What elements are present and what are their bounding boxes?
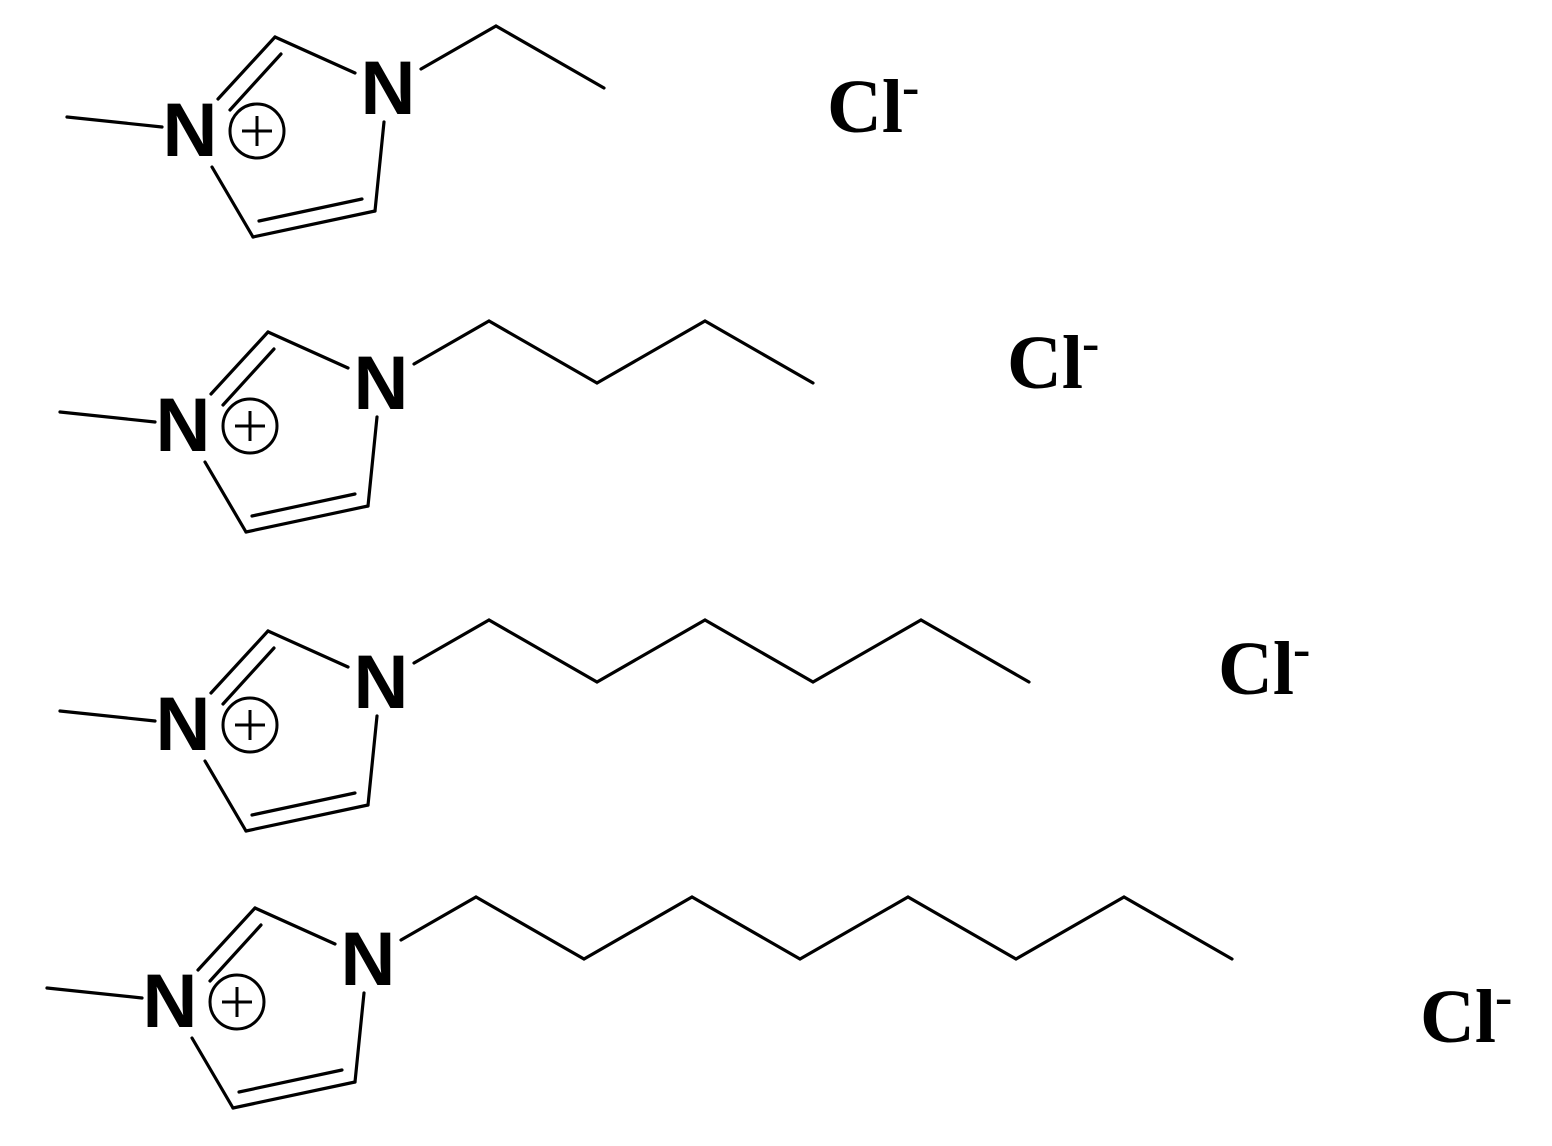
anion-charge: - — [1082, 315, 1099, 372]
atom-n-methyl: N — [156, 682, 211, 767]
alkyl-chain — [412, 618, 1031, 684]
alkyl-chain — [419, 24, 606, 90]
ring-bond-n3-c4 — [366, 415, 379, 508]
structure-4: N N Cl - — [45, 895, 1512, 1110]
positive-charge-icon — [208, 973, 266, 1031]
ring-bond-n1-c2 — [209, 330, 270, 396]
atom-n-alkyl: N — [341, 917, 396, 1002]
alkyl-chain — [399, 895, 1234, 961]
ring-double-bond-n1-c2 — [208, 923, 263, 983]
structure-2-bonds — [58, 319, 815, 534]
atom-n-methyl: N — [143, 959, 198, 1044]
ring-bond-n3-c4 — [373, 120, 386, 213]
ring-bond-c2-n3 — [266, 629, 350, 669]
ring-double-bond-n1-c2 — [221, 347, 276, 407]
methyl-bond — [45, 986, 144, 1000]
structure-1-bonds — [65, 24, 606, 239]
ring-bond-n1-c2 — [216, 35, 277, 101]
structure-4-bonds — [45, 895, 1234, 1110]
ring-double-bond-c4-c5 — [250, 791, 357, 817]
ring-bond-n3-c4 — [353, 991, 366, 1084]
ring-bond-c5-n1 — [203, 759, 248, 833]
anion-symbol: Cl — [1007, 321, 1083, 405]
anion-charge: - — [902, 59, 919, 116]
ring-bond-n3-c4 — [366, 714, 379, 807]
methyl-bond — [58, 410, 157, 424]
ring-bond-c5-n1 — [203, 460, 248, 534]
ring-bond-c5-n1 — [210, 165, 255, 239]
atom-n-alkyl: N — [354, 640, 409, 725]
structure-2: N N Cl - — [58, 315, 1099, 534]
atom-n-methyl: N — [156, 383, 211, 468]
positive-charge-icon — [221, 696, 279, 754]
chloride-anion: Cl - — [1007, 315, 1099, 405]
methyl-bond — [58, 709, 157, 723]
ring-bond-c4-c5 — [251, 209, 377, 239]
chloride-anion: Cl - — [1420, 969, 1512, 1059]
anion-symbol: Cl — [1420, 975, 1496, 1059]
ring-bond-c2-n3 — [273, 35, 357, 75]
positive-charge-icon — [228, 102, 286, 160]
ring-bond-c2-n3 — [253, 906, 337, 946]
ring-bond-c5-n1 — [190, 1036, 235, 1110]
ring-bond-n1-c2 — [196, 906, 257, 972]
ring-double-bond-n1-c2 — [221, 646, 276, 706]
ring-double-bond-n1-c2 — [228, 52, 283, 112]
ring-double-bond-c4-c5 — [257, 197, 364, 223]
atom-n-alkyl: N — [361, 46, 416, 131]
anion-symbol: Cl — [1218, 627, 1294, 711]
ring-bond-n1-c2 — [209, 629, 270, 695]
ring-double-bond-c4-c5 — [250, 492, 357, 518]
ring-bond-c4-c5 — [244, 504, 370, 534]
ring-double-bond-c4-c5 — [237, 1068, 344, 1094]
chloride-anion: Cl - — [1218, 621, 1310, 711]
positive-charge-icon — [221, 397, 279, 455]
anion-charge: - — [1293, 621, 1310, 678]
atom-n-alkyl: N — [354, 341, 409, 426]
ring-bond-c2-n3 — [266, 330, 350, 370]
ring-bond-c4-c5 — [244, 803, 370, 833]
structure-3-bonds — [58, 618, 1031, 833]
methyl-bond — [65, 115, 164, 129]
atom-n-methyl: N — [163, 88, 218, 173]
structure-1: N N Cl - — [65, 24, 919, 239]
anion-symbol: Cl — [827, 65, 903, 149]
ring-bond-c4-c5 — [231, 1080, 357, 1110]
structure-3: N N Cl - — [58, 618, 1310, 833]
anion-charge: - — [1495, 969, 1512, 1026]
chloride-anion: Cl - — [827, 59, 919, 149]
alkyl-chain — [412, 319, 815, 385]
